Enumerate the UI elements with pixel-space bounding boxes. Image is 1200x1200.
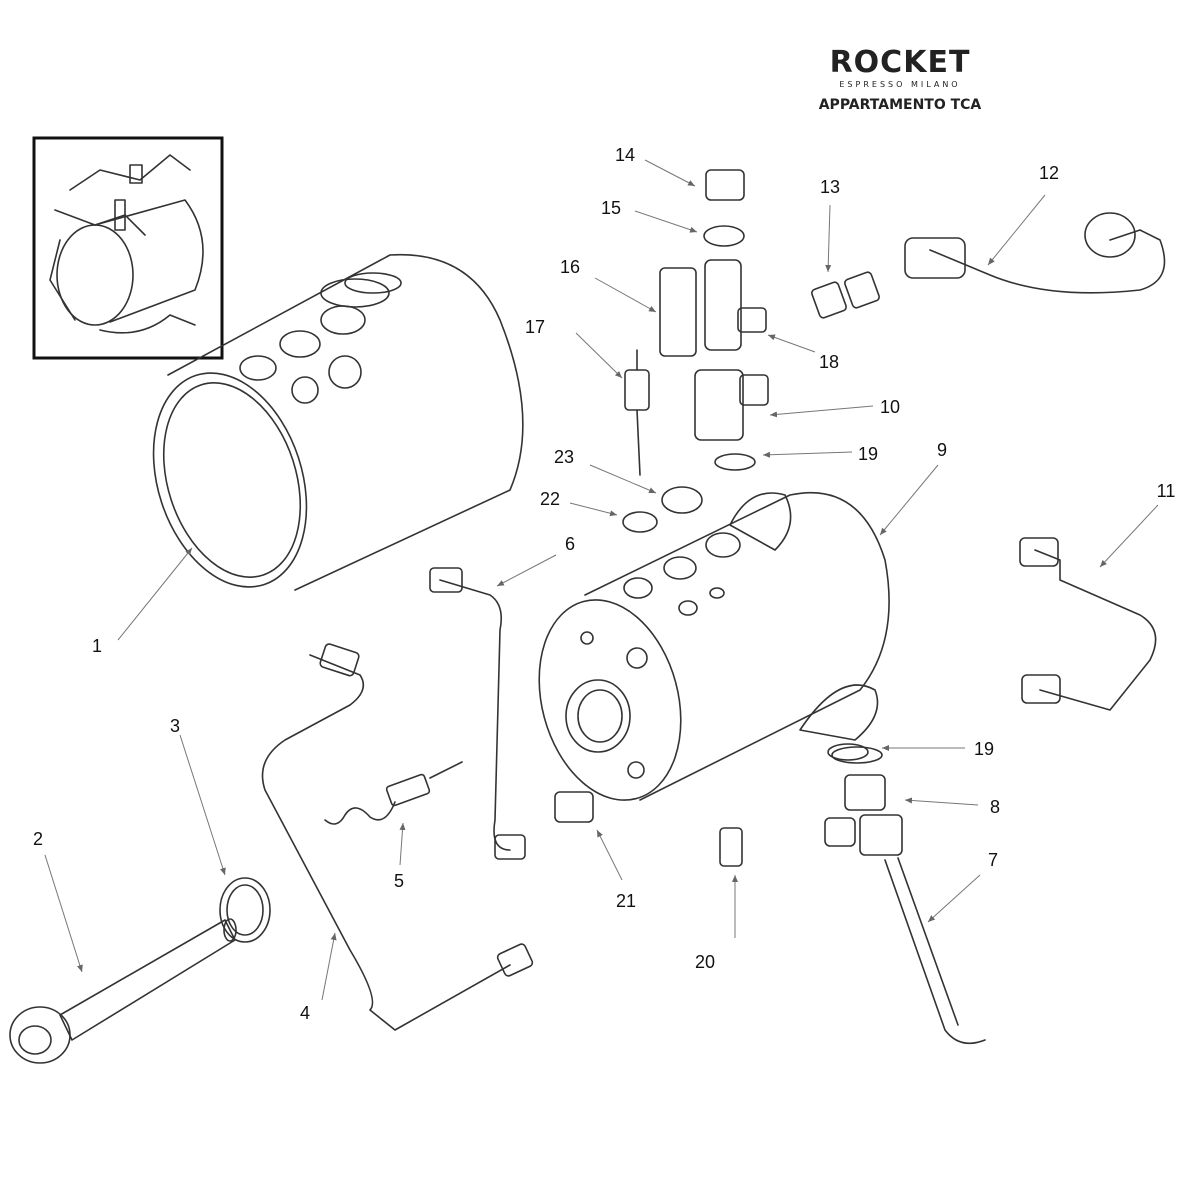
callout-18: 18 xyxy=(819,352,839,372)
callout-23: 23 xyxy=(554,447,574,467)
callout-21: 21 xyxy=(616,891,636,911)
callout-10: 10 xyxy=(880,397,900,417)
brand-tagline: ESPRESSO MILANO xyxy=(839,80,961,89)
part-gasket-15 xyxy=(703,225,745,247)
callout-16: 16 xyxy=(560,257,580,277)
callout-labels: 1 2 3 4 5 6 7 8 9 10 11 12 13 14 15 16 1… xyxy=(33,145,1175,1023)
brand-logo: ROCKET ESPRESSO MILANO APPARTAMENTO TCA xyxy=(770,45,1030,114)
part-valve-16 xyxy=(659,267,697,357)
leader-lines xyxy=(44,159,1159,1001)
part-heating-element xyxy=(9,918,237,1064)
part-gasket-19-top xyxy=(714,453,756,471)
part-pipe-11 xyxy=(1034,549,1157,711)
part-shell xyxy=(152,253,524,591)
callout-22: 22 xyxy=(540,489,560,509)
callout-12: 12 xyxy=(1039,163,1059,183)
callout-9: 9 xyxy=(937,440,947,460)
part-sensor-17 xyxy=(624,349,650,476)
part-boiler xyxy=(538,491,890,801)
part-gasket-19-bottom xyxy=(827,743,869,761)
part-fitting-20 xyxy=(719,827,743,867)
part-pipe-12 xyxy=(929,229,1166,294)
callout-5: 5 xyxy=(394,871,404,891)
part-probe xyxy=(324,761,463,825)
callout-14: 14 xyxy=(615,145,635,165)
part-gasket xyxy=(219,877,271,943)
part-tee-18 xyxy=(704,259,742,351)
callout-17: 17 xyxy=(525,317,545,337)
model-name: APPARTAMENTO TCA xyxy=(818,97,982,113)
part-pipe-long xyxy=(261,654,511,1031)
part-fittings-13 xyxy=(811,271,880,319)
brand-name: ROCKET xyxy=(829,45,971,80)
part-gasket-22 xyxy=(622,511,658,533)
callout-19-bottom: 19 xyxy=(974,739,994,759)
part-gasket-23 xyxy=(661,486,703,514)
part-cap-14 xyxy=(705,169,745,201)
part-valve-8 xyxy=(824,746,903,856)
callout-6: 6 xyxy=(565,534,575,554)
callout-1: 1 xyxy=(92,636,102,656)
callout-7: 7 xyxy=(988,850,998,870)
callout-8: 8 xyxy=(990,797,1000,817)
callout-11: 11 xyxy=(1157,481,1176,501)
part-tube-7 xyxy=(884,859,986,1045)
part-pipe-6 xyxy=(439,579,511,851)
part-fitting-21 xyxy=(554,791,594,823)
callout-4: 4 xyxy=(300,1003,310,1023)
callout-13: 13 xyxy=(820,177,840,197)
thumbnail-inset xyxy=(32,136,224,360)
callout-15: 15 xyxy=(601,198,621,218)
callout-2: 2 xyxy=(33,829,43,849)
part-fitting-10 xyxy=(694,369,744,441)
callout-3: 3 xyxy=(170,716,180,736)
callout-20: 20 xyxy=(695,952,715,972)
callout-19-top: 19 xyxy=(858,444,878,464)
